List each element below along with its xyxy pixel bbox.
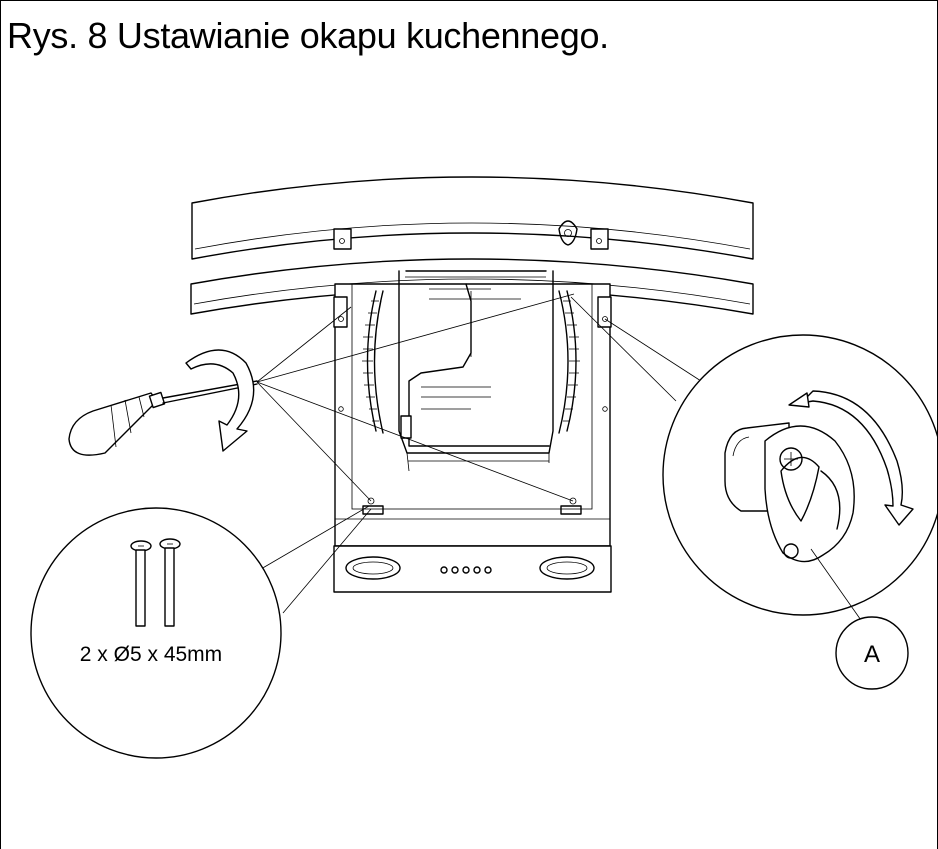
glass-clamps <box>333 220 609 250</box>
hood-body <box>333 283 612 547</box>
figure-title: Rys. 8 Ustawianie okapu kuchennego. <box>7 15 609 56</box>
screw-icon <box>159 538 181 627</box>
control-panel <box>333 545 612 593</box>
screw-icon <box>130 540 152 627</box>
bracket-icon <box>724 422 855 563</box>
callout-a: A <box>835 616 909 690</box>
rotate-arrow-icon <box>185 349 255 452</box>
curved-double-arrow-icon <box>788 390 914 526</box>
leader-lines <box>256 293 702 614</box>
bracket-label: A <box>864 641 880 668</box>
screw-spec-label: 2 x Ø5 x 45mm <box>80 643 222 666</box>
fan-motor-housing <box>362 270 580 472</box>
upper-glass-panel <box>191 176 754 260</box>
screw-detail-circle: 2 x Ø5 x 45mm <box>30 507 282 759</box>
bracket-detail-circle <box>662 334 937 624</box>
